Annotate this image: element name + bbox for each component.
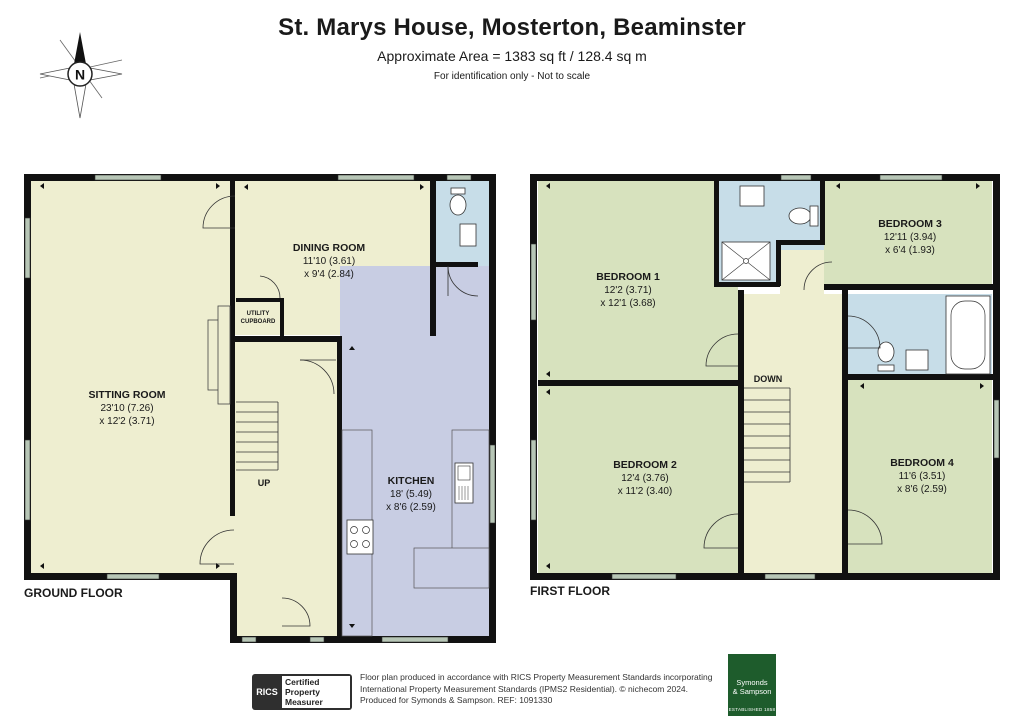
utility-label-line1: UTILITY	[247, 311, 270, 317]
north-compass-icon: N	[39, 32, 123, 119]
bedroom-2-name: BEDROOM 2	[613, 459, 677, 471]
dining-room-name: DINING ROOM	[293, 242, 366, 254]
stairs-down-label: DOWN	[754, 374, 783, 384]
bedroom-4-dim1: 11'6 (3.51)	[899, 471, 946, 482]
utility-label-line2: CUPBOARD	[241, 319, 276, 325]
bedroom-4-name: BEDROOM 4	[890, 457, 954, 469]
bedroom-3-name: BEDROOM 3	[878, 218, 942, 230]
bedroom-4-area	[848, 378, 992, 573]
sitting-room-dim2: x 12'2 (3.71)	[99, 416, 154, 427]
footer-disclaimer: Floor plan produced in accordance with R…	[360, 672, 713, 705]
agent-logo: Symonds & Sampson ESTABLISHED 1858	[728, 654, 776, 716]
bedroom-4-dim2: x 8'6 (2.59)	[897, 484, 947, 495]
hallway-area	[234, 340, 340, 641]
ground-floor-label: GROUND FLOOR	[24, 586, 123, 600]
plan-title: St. Marys House, Mosterton, Beaminster	[278, 14, 746, 41]
dining-room-dim1: 11'10 (3.61)	[303, 256, 355, 267]
landing-area	[742, 294, 842, 573]
sitting-room-name: SITTING ROOM	[89, 389, 166, 401]
compass-north-letter: N	[75, 67, 85, 83]
identification-note: For identification only - Not to scale	[433, 71, 591, 82]
kitchen-dim1: 18' (5.49)	[390, 489, 432, 500]
approximate-area: Approximate Area = 1383 sq ft / 128.4 sq…	[377, 48, 647, 64]
stairs-up-label: UP	[258, 478, 271, 488]
sitting-room-area	[30, 180, 234, 573]
bedroom-2-dim1: 12'4 (3.76)	[621, 473, 669, 484]
bedroom-3-dim2: x 6'4 (1.93)	[885, 245, 935, 256]
dining-room-dim2: x 9'4 (2.84)	[304, 269, 354, 280]
floor-plan: SITTING ROOM 23'10 (7.26) x 12'2 (3.71) …	[24, 174, 1000, 643]
footer: RICS Certified Property Measurer Floor p…	[0, 650, 1024, 724]
bedroom-1-dim1: 12'2 (3.71)	[604, 285, 652, 296]
bedroom-3-area	[824, 180, 992, 290]
kitchen-dim2: x 8'6 (2.59)	[386, 502, 436, 513]
rics-badge: RICS Certified Property Measurer	[252, 674, 352, 710]
first-floor-label: FIRST FLOOR	[530, 584, 610, 598]
bedroom-1-area	[538, 180, 738, 383]
bedroom-3-dim1: 12'11 (3.94)	[884, 232, 936, 243]
bedroom-1-dim2: x 12'1 (3.68)	[600, 298, 655, 309]
ground-floor-plan	[24, 174, 496, 643]
first-floor-plan	[530, 174, 1000, 580]
sitting-room-dim1: 23'10 (7.26)	[100, 403, 153, 414]
kitchen-name: KITCHEN	[388, 475, 435, 487]
rics-logo: RICS	[256, 687, 278, 697]
bedroom-2-dim2: x 11'2 (3.40)	[618, 486, 673, 497]
bedroom-1-name: BEDROOM 1	[596, 271, 660, 283]
rics-certification: Certified Property Measurer	[282, 676, 350, 708]
